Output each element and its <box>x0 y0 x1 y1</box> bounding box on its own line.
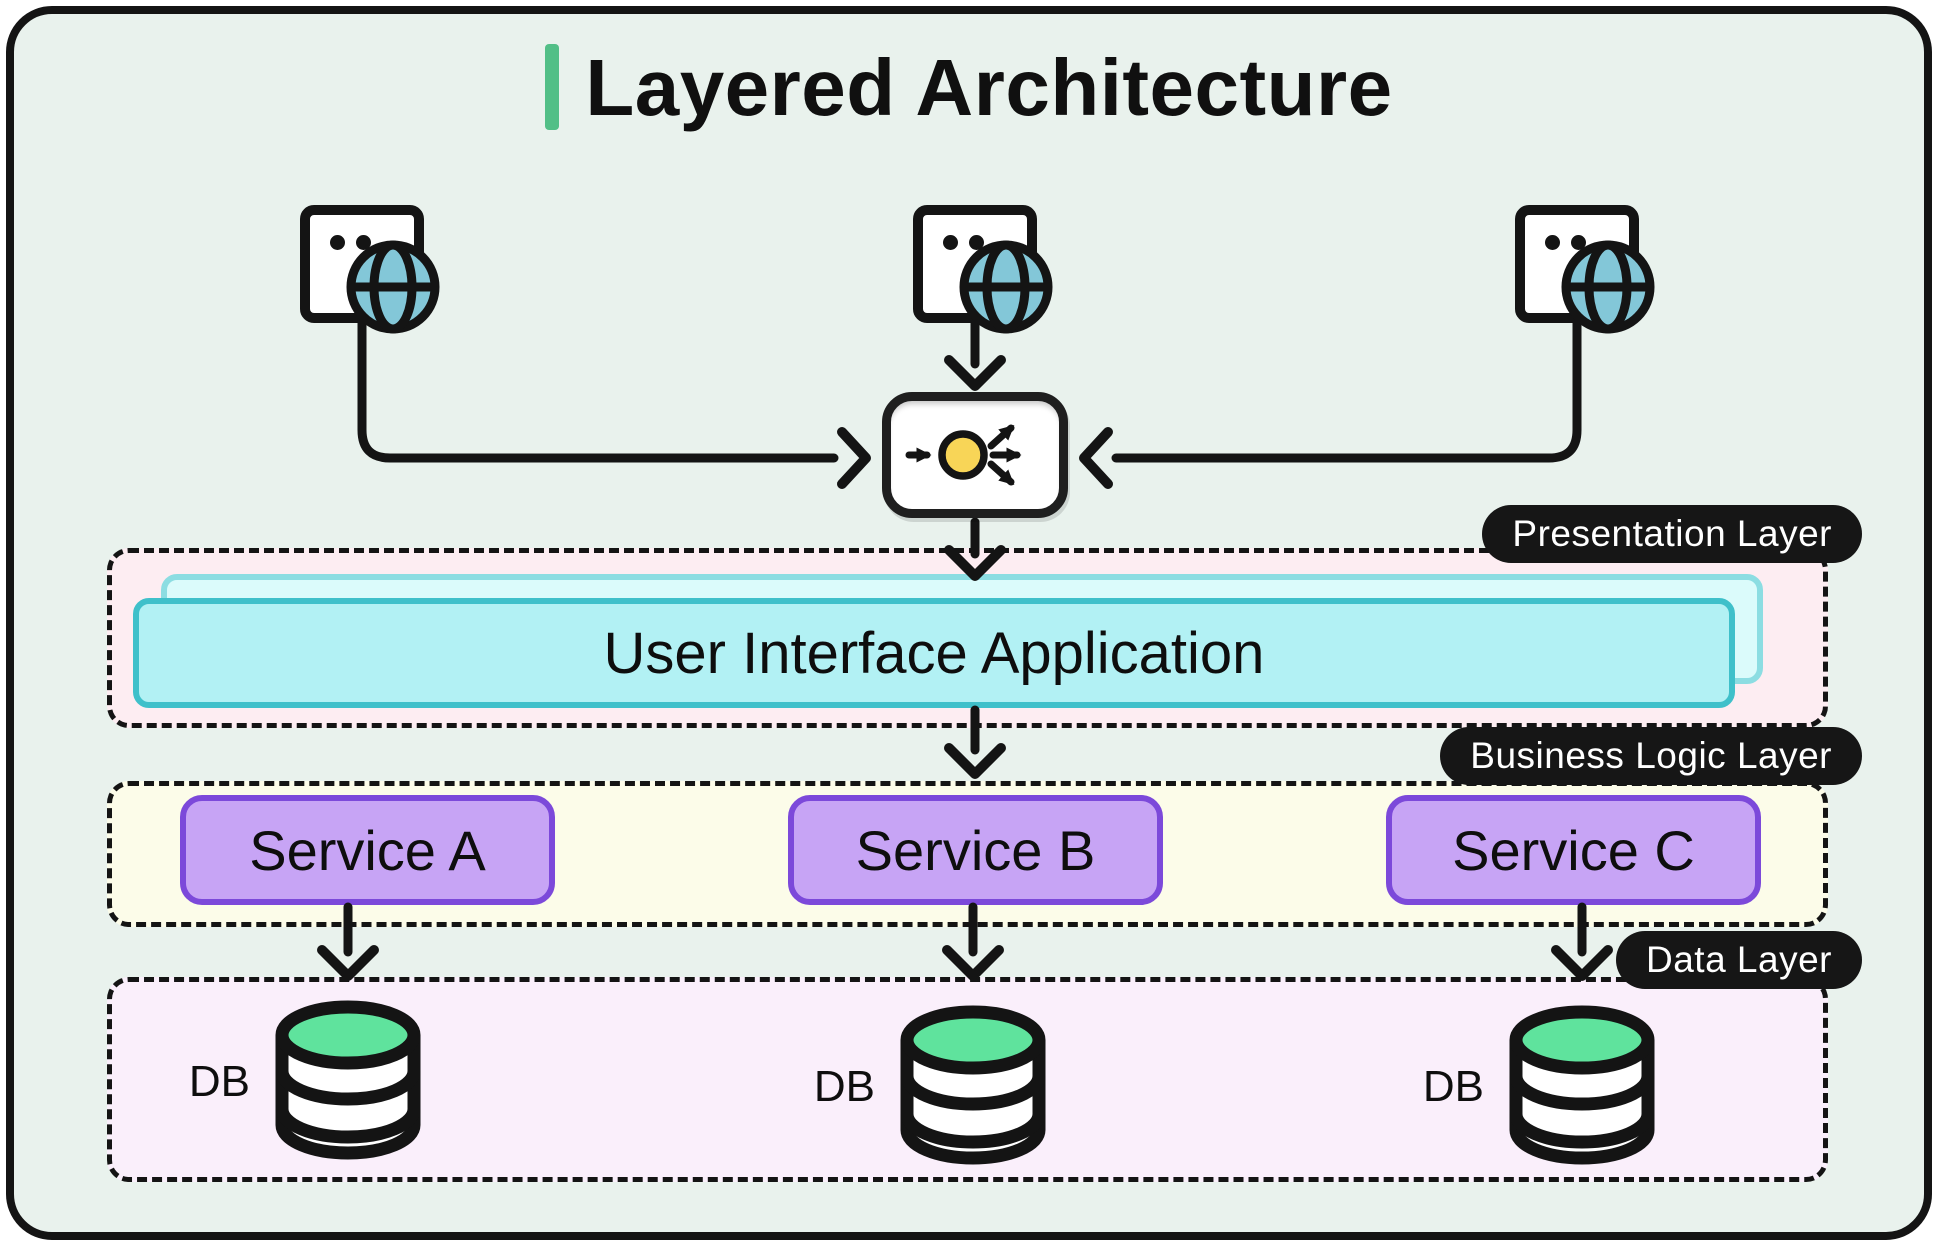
browser-dot-icon <box>969 235 984 250</box>
browser-client-icon <box>913 205 1083 355</box>
database-b: DB <box>814 1000 1053 1170</box>
page-title: Layered Architecture <box>585 43 1393 132</box>
database-a: DB <box>189 995 428 1165</box>
service-a-box: Service A <box>180 795 555 905</box>
browser-dot-icon <box>1545 235 1560 250</box>
browser-client-icon <box>1515 205 1685 355</box>
load-balancer-glyph <box>905 424 1022 486</box>
load-balancer-icon <box>882 392 1068 518</box>
database-icon <box>1509 1005 1655 1165</box>
service-c-box: Service C <box>1386 795 1761 905</box>
browser-dot-icon <box>356 235 371 250</box>
service-b-box: Service B <box>788 795 1163 905</box>
globe-icon <box>346 240 440 334</box>
presentation-layer-badge: Presentation Layer <box>1482 505 1862 563</box>
browser-dot-icon <box>1571 235 1586 250</box>
data-layer-badge: Data Layer <box>1616 931 1862 989</box>
database-icon <box>275 1000 421 1160</box>
database-icon <box>900 1005 1046 1165</box>
title-accent-bar <box>545 44 560 130</box>
browser-client-icon <box>300 205 470 355</box>
title-block: Layered Architecture <box>0 44 1938 130</box>
globe-icon <box>959 240 1053 334</box>
browser-dot-icon <box>943 235 958 250</box>
browser-dot-icon <box>330 235 345 250</box>
db-label: DB <box>813 1062 875 1111</box>
business-logic-layer-badge: Business Logic Layer <box>1440 727 1862 785</box>
db-label: DB <box>188 1057 250 1106</box>
db-label: DB <box>1422 1062 1484 1111</box>
globe-icon <box>1561 240 1655 334</box>
database-c: DB <box>1423 1000 1662 1170</box>
ui-application-card: User Interface Application <box>133 598 1735 708</box>
